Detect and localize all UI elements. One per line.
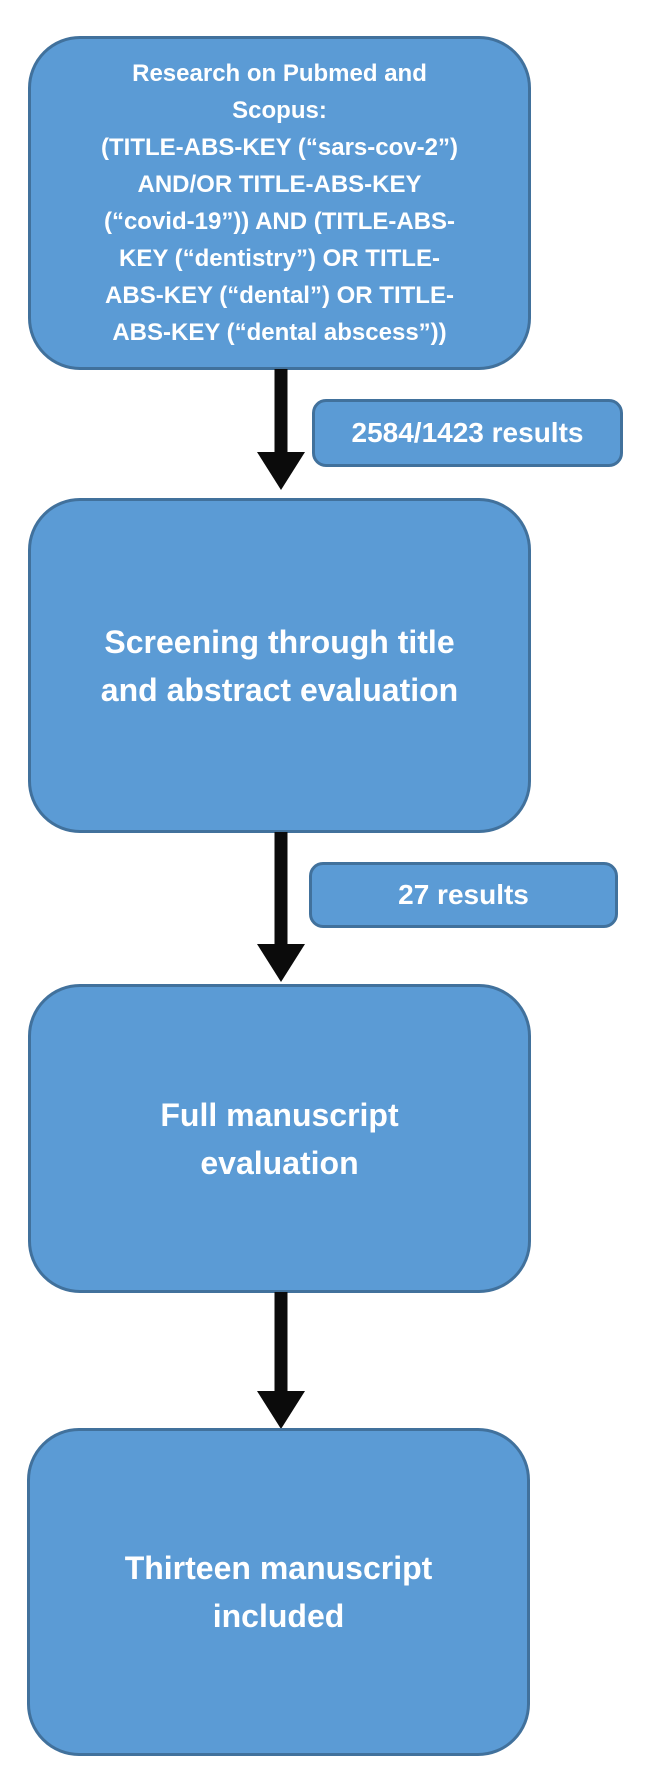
flow-node-full-evaluation-text: Full manuscript evaluation — [160, 1096, 399, 1181]
down-arrow-1-shaft — [274, 369, 288, 456]
flow-node-screening: Screening through title and abstract eva… — [28, 498, 531, 833]
result-badge-screened: 27 results — [309, 862, 618, 928]
flow-node-full-evaluation: Full manuscript evaluation — [28, 984, 531, 1293]
down-arrow-1-head — [257, 452, 305, 490]
flow-node-screening-text: Screening through title and abstract eva… — [100, 623, 459, 708]
flow-node-included-text: Thirteen manuscript included — [124, 1550, 433, 1634]
result-badge-initial: 2584/1423 results — [312, 399, 623, 467]
flow-node-included: Thirteen manuscript included — [27, 1428, 530, 1756]
down-arrow-2 — [257, 832, 305, 982]
flow-node-search-query: Research on Pubmed and Scopus: (TITLE-AB… — [28, 36, 531, 370]
down-arrow-1 — [257, 369, 305, 490]
down-arrow-3 — [257, 1292, 305, 1429]
flow-node-search-query-text: Research on Pubmed and Scopus: (TITLE-AB… — [101, 60, 458, 346]
down-arrow-2-shaft — [274, 832, 288, 948]
result-badge-initial-label: 2584/1423 results — [351, 417, 584, 448]
result-badge-screened-label: 27 results — [398, 879, 529, 910]
down-arrow-3-shaft — [274, 1292, 288, 1395]
down-arrow-3-head — [257, 1391, 305, 1429]
down-arrow-2-head — [257, 944, 305, 982]
